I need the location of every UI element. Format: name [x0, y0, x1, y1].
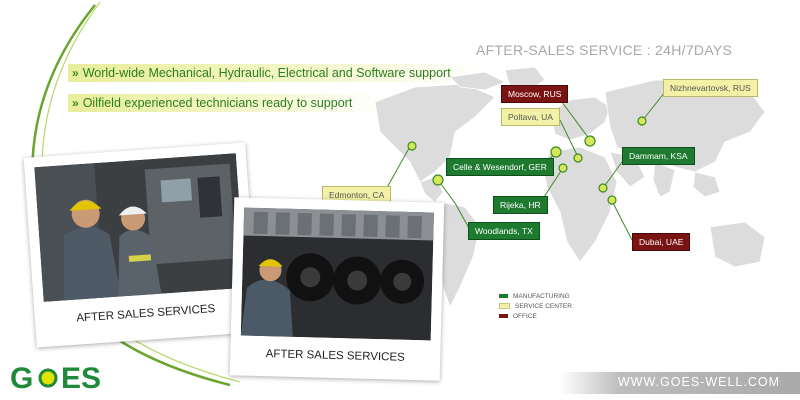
map-legend: MANUFACTURING SERVICE CENTER OFFICE	[499, 291, 572, 321]
bullet-worldwide-support: » World-wide Mechanical, Hydraulic, Elec…	[68, 64, 481, 82]
service-title: AFTER-SALES SERVICE : 24H/7DAYS	[476, 42, 733, 58]
marker-dubai	[607, 195, 617, 205]
svg-text:G: G	[10, 362, 33, 394]
bullet-text: Oilfield experienced technicians ready t…	[82, 96, 353, 110]
marker-edmonton	[407, 141, 417, 151]
website-link[interactable]: WWW.GOES-WELL.COM	[617, 375, 780, 389]
tag-moscow: Moscow, RUS	[501, 85, 569, 103]
photo-card-technicians: AFTER SALES SERVICES	[23, 142, 259, 348]
svg-text:ES: ES	[61, 362, 101, 394]
australia-shape	[709, 221, 766, 268]
world-map	[374, 66, 766, 309]
bullet-technicians: » Oilfield experienced technicians ready…	[68, 94, 383, 112]
photo-caption: AFTER SALES SERVICES	[76, 302, 216, 325]
marker-rijeka	[558, 163, 568, 173]
tag-rijeka: Rijeka, HR	[493, 196, 548, 214]
photo-card-engine: AFTER SALES SERVICES	[229, 197, 445, 381]
legend-swatch	[499, 314, 508, 318]
marker-poltava	[573, 153, 583, 163]
marker-woodlands	[432, 174, 444, 186]
chevron-icon: »	[72, 96, 79, 110]
marker-dammam	[598, 183, 608, 193]
legend-label: SERVICE CENTER	[515, 302, 572, 310]
photo-caption: AFTER SALES SERVICES	[265, 348, 405, 364]
tag-celle-wesendorf: Celle & Wesendorf, GER	[446, 158, 554, 176]
marker-nizhnevartovsk	[637, 116, 647, 126]
tag-nizhnevartovsk: Nizhnevartovsk, RUS	[663, 79, 758, 97]
bullet-text: World-wide Mechanical, Hydraulic, Electr…	[82, 66, 451, 80]
tag-woodlands: Woodlands, TX	[468, 222, 540, 240]
legend-swatch	[499, 303, 510, 309]
legend-item-manufacturing: MANUFACTURING	[499, 291, 572, 301]
legend-item-service-center: SERVICE CENTER	[499, 301, 572, 311]
tag-poltava: Poltava, UA	[501, 108, 560, 126]
tag-dammam: Dammam, KSA	[622, 147, 695, 165]
technicians-photo	[34, 153, 246, 302]
legend-label: MANUFACTURING	[513, 292, 570, 300]
africa-shape	[542, 146, 618, 263]
footer-bar	[560, 372, 800, 394]
goes-logo: G ES	[10, 362, 101, 394]
marker-moscow	[584, 135, 596, 147]
legend-item-office: OFFICE	[499, 311, 572, 321]
engine-photo	[240, 207, 435, 341]
marker-celle	[550, 146, 562, 158]
legend-swatch	[499, 294, 508, 298]
chevron-icon: »	[72, 66, 79, 80]
legend-label: OFFICE	[513, 312, 537, 320]
tag-dubai: Dubai, UAE	[632, 233, 691, 251]
